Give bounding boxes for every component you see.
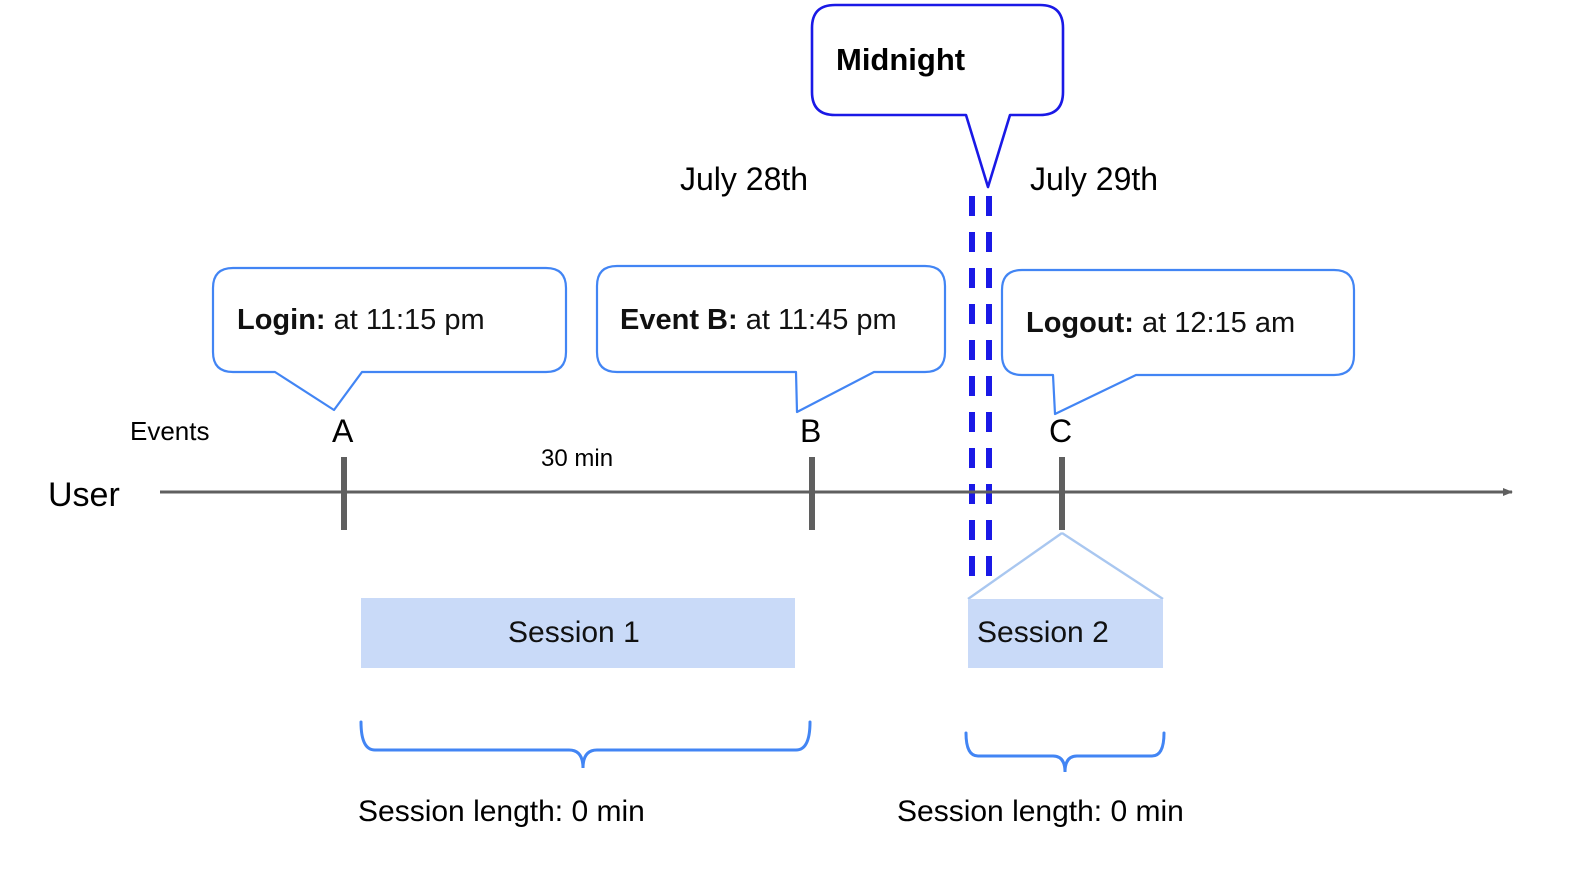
eventb-callout-shape bbox=[595, 264, 947, 414]
login-callout-bold: Login: bbox=[237, 304, 326, 336]
logout-callout-label: Logout: at 12:15 am bbox=[1026, 309, 1295, 338]
logout-callout-shape bbox=[1000, 268, 1356, 416]
logout-callout-bold: Logout: bbox=[1026, 307, 1134, 339]
session-1-length-label: Session length: 0 min bbox=[358, 795, 645, 828]
session-2-box bbox=[968, 599, 1163, 668]
tick-label-a: A bbox=[332, 413, 354, 449]
session-1-box bbox=[361, 598, 795, 668]
session-1-label: Session 1 bbox=[508, 616, 640, 649]
login-callout-shape bbox=[211, 266, 568, 412]
date-label-july-28: July 28th bbox=[680, 161, 809, 197]
eventb-callout-rest: at 11:45 pm bbox=[737, 304, 897, 336]
session2-funnel bbox=[967, 531, 1164, 601]
session-2-label: Session 2 bbox=[977, 616, 1109, 649]
login-callout-label: Login: at 11:15 pm bbox=[237, 306, 485, 335]
duration-label-30min: 30 min bbox=[541, 445, 614, 472]
eventb-callout-label: Event B: at 11:45 pm bbox=[620, 306, 897, 335]
midnight-callout-label: Midnight bbox=[836, 42, 966, 77]
midnight-dashed-divider bbox=[969, 196, 992, 583]
login-callout-rest: at 11:15 pm bbox=[325, 304, 485, 336]
session-2-brace bbox=[964, 731, 1166, 773]
logout-callout-rest: at 12:15 am bbox=[1133, 307, 1296, 339]
eventb-callout-bold: Event B: bbox=[620, 304, 738, 336]
midnight-callout-shape bbox=[810, 3, 1065, 189]
events-row-label: Events bbox=[130, 416, 210, 446]
session-1-brace bbox=[359, 720, 812, 769]
session-2-length-label: Session length: 0 min bbox=[897, 795, 1184, 828]
user-row-label: User bbox=[48, 476, 120, 514]
date-label-july-29: July 29th bbox=[1030, 161, 1159, 197]
tick-label-c: C bbox=[1049, 413, 1073, 449]
tick-label-b: B bbox=[800, 413, 822, 449]
